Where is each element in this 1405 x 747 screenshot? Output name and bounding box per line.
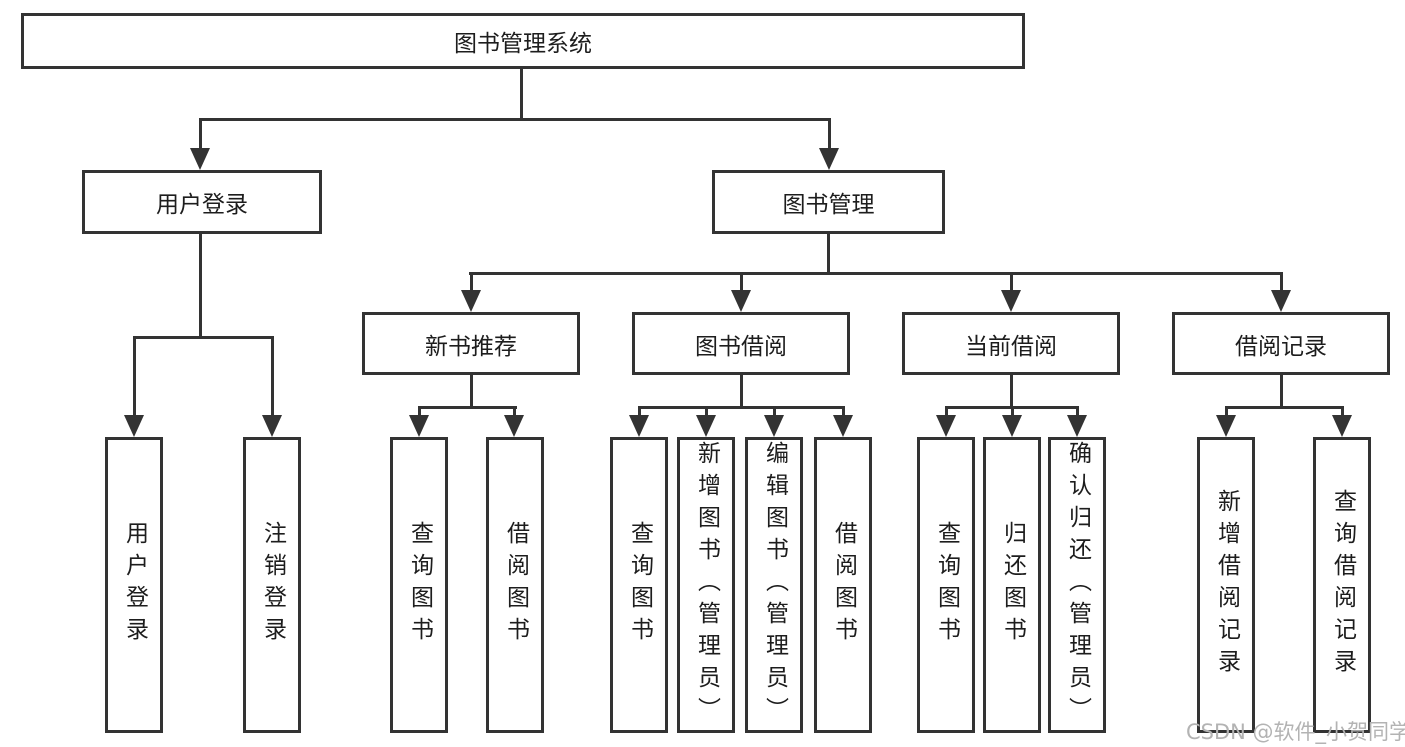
arrow-down-icon [1271,290,1291,312]
arrow-down-icon [262,415,282,437]
connector-line [740,272,743,292]
node-root-library-system: 图书管理系统 [21,13,1025,69]
connector-line [418,406,517,409]
connector-line [513,406,516,417]
arrow-down-icon [731,290,751,312]
leaf-label: 新增借阅记录 [1213,489,1240,681]
leaf-label: 编辑图书（管理员） [761,441,788,729]
arrow-down-icon [1001,290,1021,312]
connector-line [271,336,274,417]
leaf-return-book: 归还图书 [983,437,1041,733]
leaf-edit-book-admin: 编辑图书（管理员） [745,437,803,733]
connector-line [740,374,743,409]
node-user-login: 用户登录 [82,170,322,234]
connector-line [842,406,845,417]
node-label: 用户登录 [156,192,248,218]
node-label: 借阅记录 [1235,333,1327,360]
leaf-label: 确认归还（管理员） [1064,441,1091,729]
connector-line [133,336,274,339]
leaf-confirm-return-admin: 确认归还（管理员） [1048,437,1106,733]
leaf-user-login: 用户登录 [105,437,163,733]
arrow-down-icon [504,415,524,437]
leaf-query-books-2: 查询图书 [610,437,668,733]
connector-line [199,118,831,121]
node-label: 图书借阅 [695,333,787,360]
leaf-label: 归还图书 [999,521,1026,649]
leaf-label: 查询图书 [933,521,960,649]
leaf-label: 查询图书 [626,521,653,649]
connector-line [520,68,523,121]
connector-line [638,406,641,417]
csdn-watermark: CSDN @软件_小贺同学 [1186,720,1405,744]
leaf-label: 用户登录 [121,521,148,649]
connector-line [1280,374,1283,409]
leaf-label: 查询借阅记录 [1329,489,1356,681]
connector-line [133,336,136,417]
leaf-borrow-book-1: 借阅图书 [486,437,544,733]
connector-line [470,272,473,292]
arrow-down-icon [1002,415,1022,437]
connector-line [827,233,830,275]
node-label: 新书推荐 [425,333,517,360]
node-borrow-records: 借阅记录 [1172,312,1390,375]
connector-line [773,406,776,417]
arrow-down-icon [1216,415,1236,437]
arrow-down-icon [936,415,956,437]
leaf-borrow-book-2: 借阅图书 [814,437,872,733]
arrow-down-icon [1067,415,1087,437]
arrow-down-icon [696,415,716,437]
leaf-label: 查询图书 [406,521,433,649]
arrow-down-icon [833,415,853,437]
node-label: 图书管理 [782,192,875,218]
leaf-label: 借阅图书 [830,521,857,649]
node-label: 当前借阅 [965,333,1057,360]
leaf-add-borrow-record: 新增借阅记录 [1197,437,1255,733]
leaf-logout: 注销登录 [243,437,301,733]
arrow-down-icon [409,415,429,437]
connector-line [1010,374,1013,409]
node-new-book-recommend: 新书推荐 [362,312,580,375]
leaf-query-borrow-record: 查询借阅记录 [1313,437,1371,733]
connector-line [199,233,202,339]
connector-line [470,374,473,409]
connector-line [1225,406,1344,409]
connector-line [199,118,202,152]
connector-line [828,118,831,152]
leaf-add-book-admin: 新增图书（管理员） [677,437,735,733]
connector-line [1280,272,1283,292]
leaf-query-books-1: 查询图书 [390,437,448,733]
node-label: 图书管理系统 [454,31,592,57]
arrow-down-icon [124,415,144,437]
arrow-down-icon [629,415,649,437]
arrow-down-icon [1332,415,1352,437]
connector-line [1341,406,1344,417]
arrow-down-icon [461,290,481,312]
leaf-query-books-3: 查询图书 [917,437,975,733]
node-current-borrowing: 当前借阅 [902,312,1120,375]
connector-line [1225,406,1228,417]
leaf-label: 借阅图书 [502,521,529,649]
connector-line [1011,406,1014,417]
connector-line [945,406,948,417]
arrow-down-icon [190,148,210,170]
arrow-down-icon [819,148,839,170]
leaf-label: 新增图书（管理员） [693,441,720,729]
node-book-management: 图书管理 [712,170,945,234]
connector-line [638,406,845,409]
connector-line [1076,406,1079,417]
connector-line [469,272,1282,275]
connector-line [1010,272,1013,292]
connector-line [705,406,708,417]
connector-line [418,406,421,417]
arrow-down-icon [764,415,784,437]
node-book-borrowing: 图书借阅 [632,312,850,375]
leaf-label: 注销登录 [259,521,286,649]
